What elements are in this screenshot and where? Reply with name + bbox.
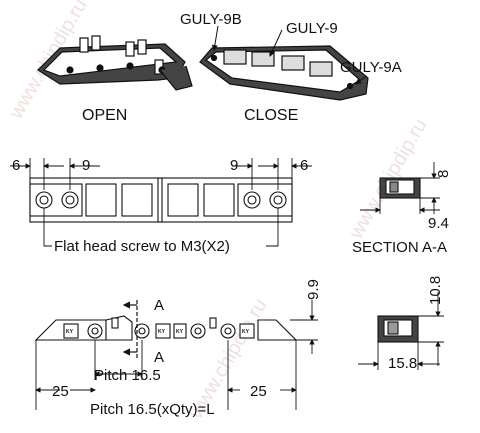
bracket-dim-lines	[358, 292, 444, 370]
dim-end-right: 25	[250, 383, 267, 400]
label-guly-9: GULY-9	[286, 20, 338, 37]
bracket-profile-drawing	[377, 315, 419, 343]
side-view-chain	[34, 315, 298, 341]
section-a-a-drawing	[379, 177, 421, 199]
dim-top-right: 6	[300, 157, 308, 174]
dim-top-left-inner: 9	[82, 157, 90, 174]
dim-end-left: 25	[52, 383, 69, 400]
dim-side-height: 9.9	[305, 279, 322, 300]
side-dimension-lines	[35, 300, 318, 410]
dim-top-right-inner: 9	[230, 157, 238, 174]
label-pitch-formula: Pitch 16.5(xQty)=L	[90, 401, 215, 418]
top-view-chain	[29, 177, 293, 223]
top-dimension-lines	[10, 158, 312, 247]
label-close: CLOSE	[244, 107, 298, 124]
label-guly-9b: GULY-9B	[180, 11, 242, 28]
section-dim-lines	[360, 162, 440, 214]
label-flat-head-screw: Flat head screw to M3(X2)	[54, 238, 230, 255]
section-mark-top: A	[154, 297, 164, 314]
label-pitch: Pitch 16.5	[94, 367, 161, 384]
link-mark-2: KY	[158, 329, 166, 335]
link-mark-4: KY	[242, 329, 250, 335]
section-mark-bottom: A	[154, 349, 164, 366]
label-section-a-a: SECTION A-A	[352, 239, 447, 256]
dim-section-height: 8	[435, 170, 452, 178]
link-mark-1: KY	[66, 329, 74, 335]
open-chain-drawing	[37, 35, 193, 91]
link-mark-3: KY	[176, 329, 184, 335]
section-cut-line	[122, 300, 138, 360]
dim-top-left: 6	[12, 157, 20, 174]
label-open: OPEN	[82, 107, 127, 124]
close-chain-drawing	[199, 45, 369, 101]
dim-bracket-height: 10.8	[427, 276, 444, 305]
label-guly-9a: GULY-9A	[340, 59, 402, 76]
dim-bracket-width: 15.8	[388, 355, 417, 372]
callout-leaders	[211, 25, 367, 85]
dim-section-width: 9.4	[428, 215, 449, 232]
